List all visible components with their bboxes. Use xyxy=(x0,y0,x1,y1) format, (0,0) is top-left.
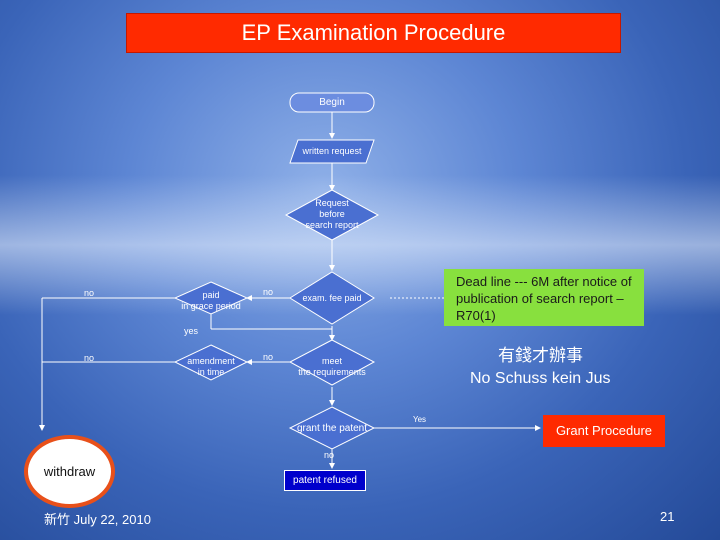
withdraw-oval: withdraw xyxy=(24,435,115,508)
begin-terminal xyxy=(289,92,375,113)
written-request-shape xyxy=(289,139,375,164)
no-label-left-1: no xyxy=(84,288,95,298)
grant-patent-diamond xyxy=(288,406,376,450)
no-label-mid-2: no xyxy=(263,352,274,362)
exam-fee-diamond xyxy=(289,271,375,325)
no-label-left-2: no xyxy=(84,353,95,363)
yes-label-mid: yes xyxy=(184,326,199,336)
request-before-search-label: Request before search report xyxy=(305,198,359,230)
page-number: 21 xyxy=(660,509,675,524)
chinese-saying: 有錢才辦事 xyxy=(498,346,583,365)
paid-grace-label: paid in grace period xyxy=(181,290,241,311)
begin-label: Begin xyxy=(319,97,345,108)
deadline-note: Dead line --- 6M after notice of publica… xyxy=(444,269,644,326)
exam-fee-paid-label: exam. fee paid xyxy=(302,293,362,303)
no-label-bottom: no xyxy=(324,450,335,460)
written-request-label: written request xyxy=(302,146,362,156)
slide-title: EP Examination Procedure xyxy=(126,13,621,53)
amendment-diamond xyxy=(173,344,249,381)
meet-requirements-label: meet the requirements xyxy=(298,356,366,377)
amendment-label: amendment in time xyxy=(187,356,235,377)
yes-label-right: Yes xyxy=(413,415,427,424)
meet-requirements-diamond xyxy=(288,339,376,386)
paid-grace-diamond xyxy=(173,281,249,315)
footer-date: 新竹 July 22, 2010 xyxy=(44,512,151,527)
no-label-mid-1: no xyxy=(263,287,274,297)
german-saying: No Schuss kein Jus xyxy=(470,370,611,387)
request-decision-diamond xyxy=(284,189,380,241)
grant-patent-label: grant the patent xyxy=(296,423,368,434)
patent-refused-box: patent refused xyxy=(284,470,366,491)
grant-procedure-box: Grant Procedure xyxy=(543,415,665,447)
